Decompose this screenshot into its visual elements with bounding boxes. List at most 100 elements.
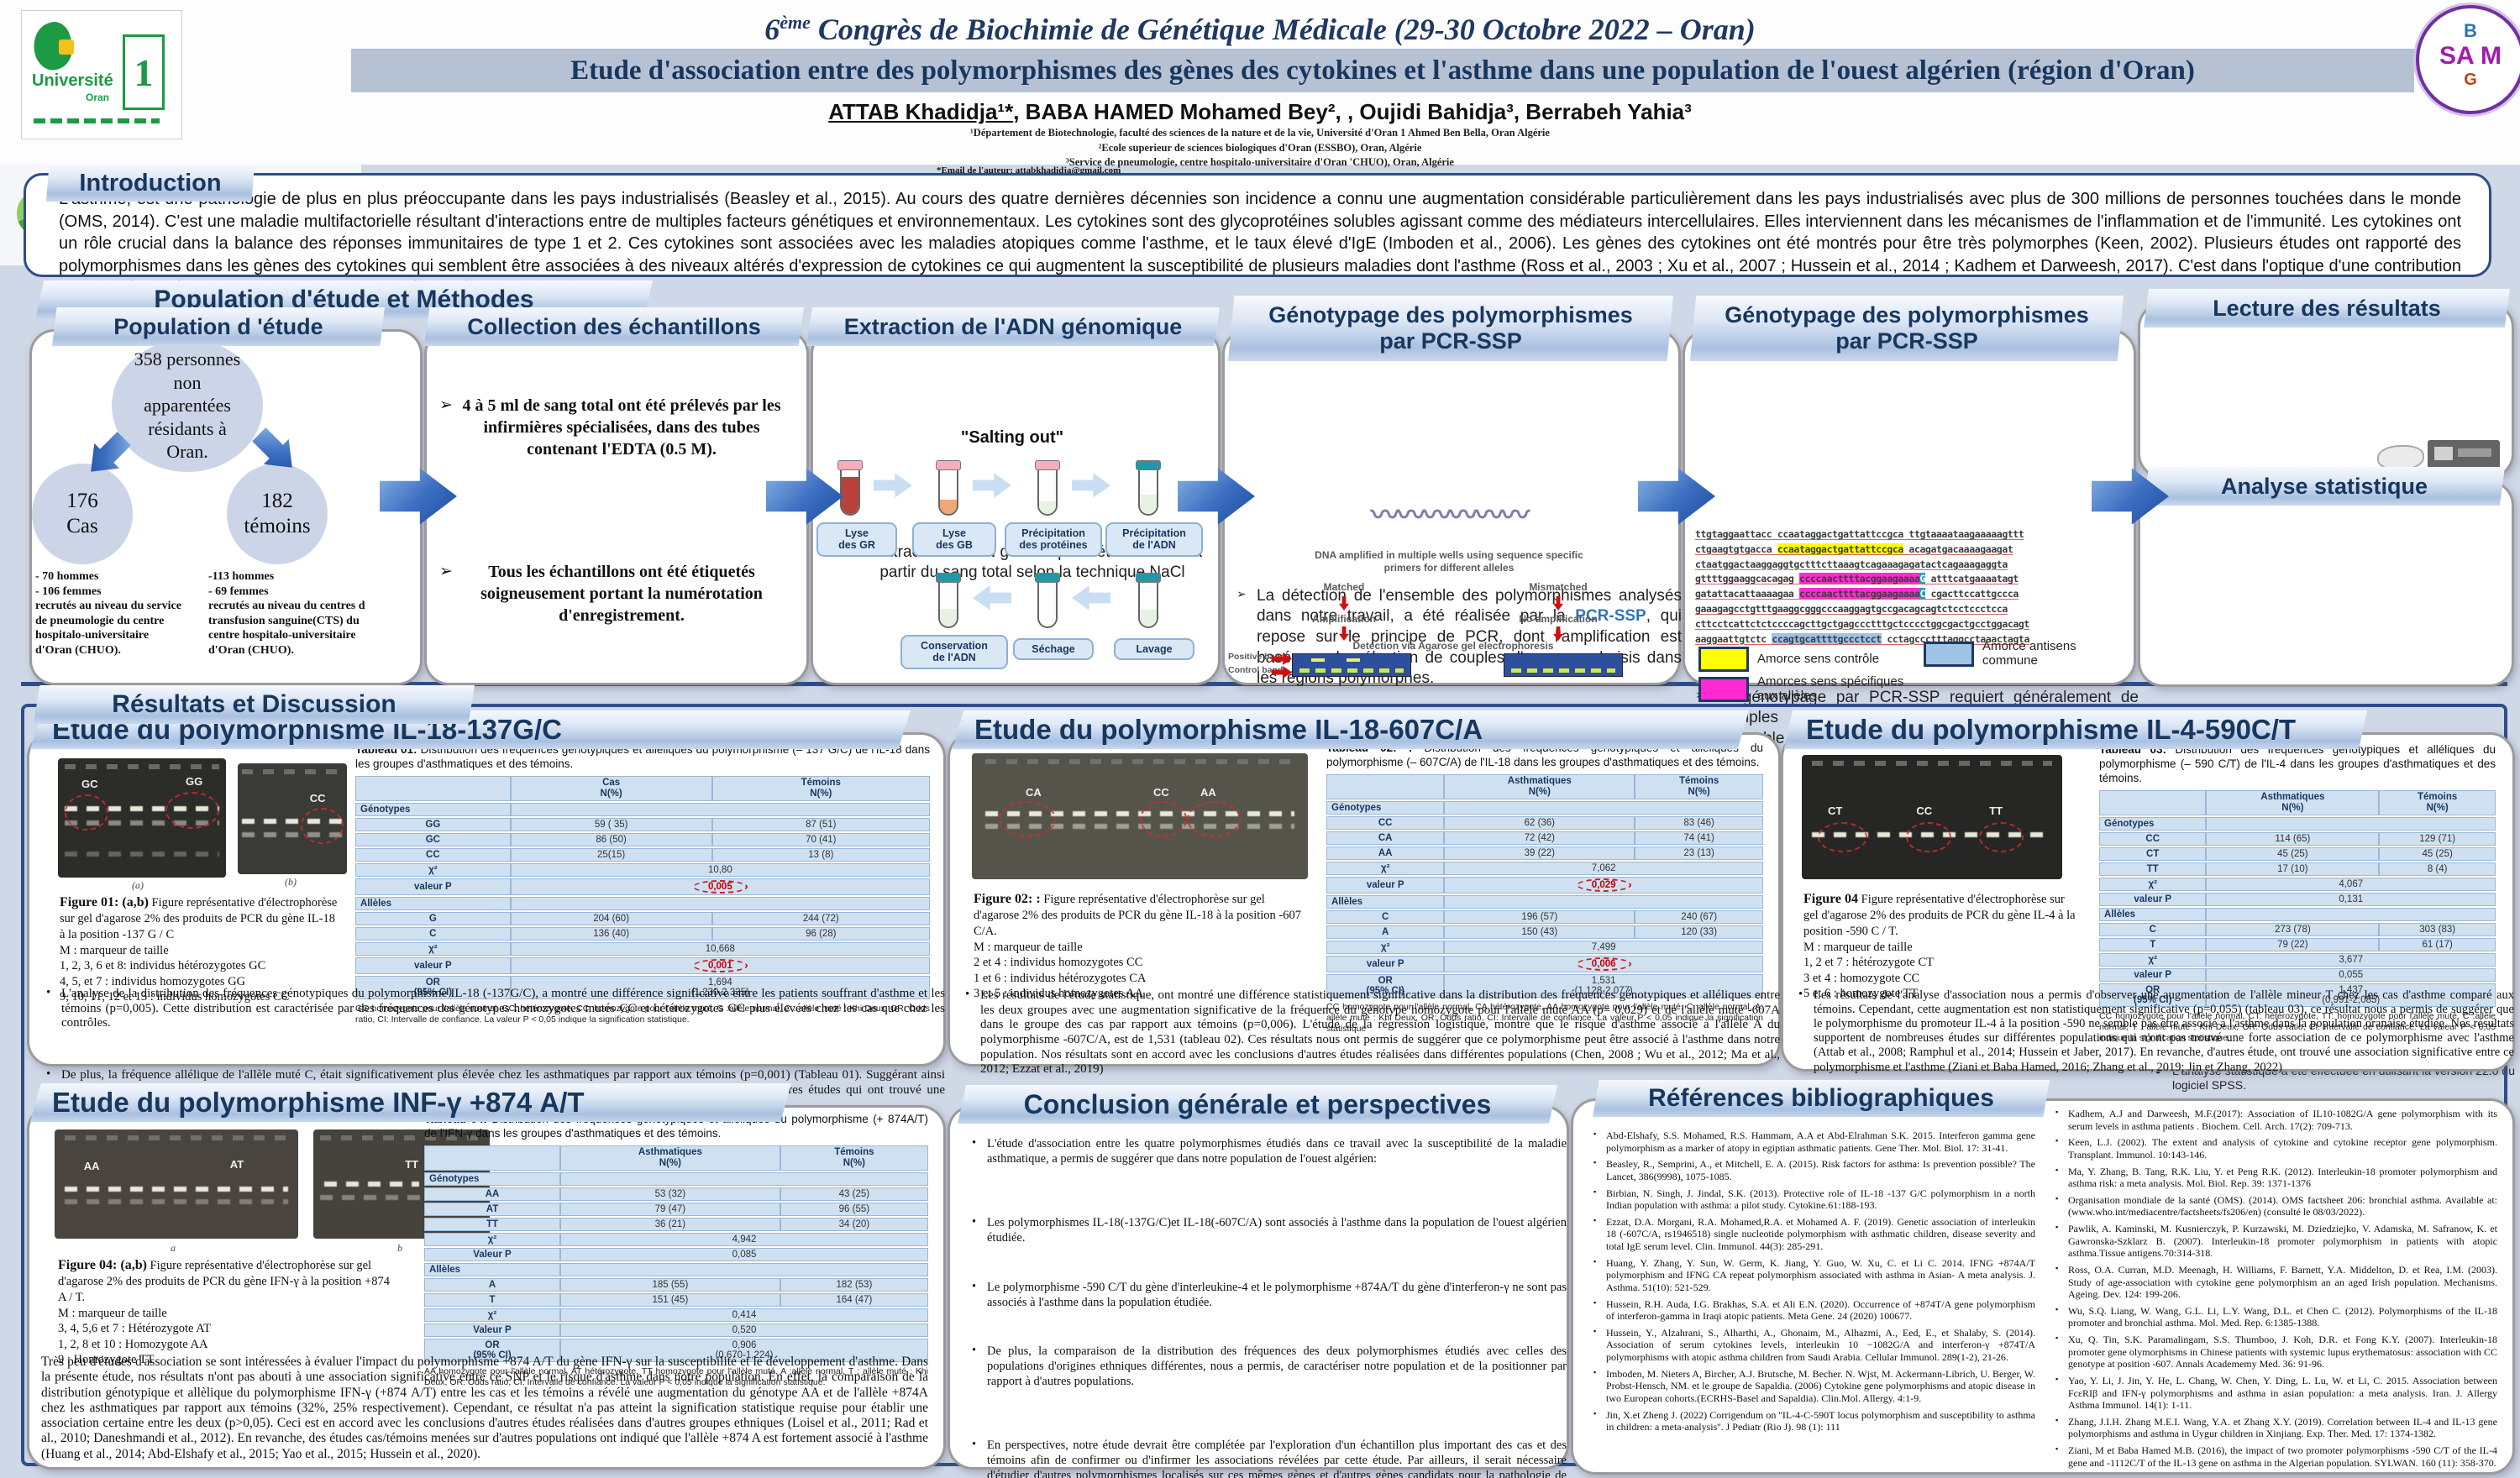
reference-item: Pawlik, A. Kaminski, M. Kusnierczyk, P. … (2054, 1223, 2497, 1260)
congress-title-rest: Congrès de Biochimie de Génétique Médica… (810, 13, 1756, 46)
poster-title: Etude d'association entre des polymorphi… (570, 55, 2195, 86)
collection-bullet-1: 4 à 5 ml de sang total ont été prélevés … (433, 395, 794, 460)
gel-genotype-label: AA (1200, 786, 1216, 799)
p-value-circled: 0,005 (692, 880, 748, 894)
legend-blue-label: Amorce antisens commune (1982, 639, 2076, 668)
panel-ifn-874: AA AT TT a b Figure 04: (a,b) Figure rep… (27, 1105, 946, 1470)
step-label-lavage: Lavage (1114, 638, 1194, 661)
sequence-line: gaaagagcctgtttgaaggcgggcccaaggagtgccgaca… (1695, 603, 2008, 616)
gel-genotype-label: TT (405, 1157, 419, 1171)
table-04-footnote: AA homozygote pour l'allèle normal, AT h… (424, 1366, 928, 1388)
author-first: ATTAB Khadidja¹* (828, 99, 1014, 124)
step-label-precip-adn: Précipitation de l'ADN (1105, 522, 1203, 557)
figure-sub-label: (a) (132, 879, 144, 891)
intro-text: L'asthme, est une pathologie de plus en … (59, 190, 2461, 297)
university-one: 1 (134, 50, 154, 94)
matched-label: Matched (1323, 581, 1365, 593)
table-04: Asthmatiques N(%)Témoins N(%) Génotypes … (424, 1144, 928, 1364)
figure-caption-874: Figure 04: (a,b) Figure représentative d… (58, 1257, 394, 1368)
figure-caption-line: 3, 4, 5,6 et 7 : Hétérozygote AT (58, 1322, 212, 1336)
reference-item: Ross, O.A. Curran, M.D. Meenagh, H. Will… (2054, 1264, 2497, 1301)
figure-caption-bold: Figure 01: (a,b) (60, 895, 149, 909)
congress-logo-b: B (2464, 20, 2477, 41)
extraction-banner: Extraction de l'ADN génomique (806, 307, 1220, 346)
primer-sequences: ttgtaggaattacc ccaataggactgattattccgca t… (1695, 527, 2120, 647)
legend-pink: Amorces sens spécifiques aux allèles (1698, 674, 1904, 703)
result-bullet: L'analyse de la distribution des fréquen… (39, 986, 945, 1031)
gel-genotype-label: CT (1828, 805, 1843, 818)
lecture-banner: Lecture des résultats (2144, 289, 2510, 328)
gel-genotype-label: GC (81, 777, 98, 790)
figure-caption-line: M : marqueur de taille (60, 943, 169, 957)
reference-item: Yao, Y. Li, J. Jin, Y. He, L. Chang, W. … (2054, 1375, 2497, 1412)
mismatched-label: Mismatched (1529, 581, 1588, 593)
reference-item: Xu, Q. Tin, S.K. Paramalingam, S.S. Thum… (2054, 1334, 2497, 1371)
university-one-badge: 1 (123, 34, 165, 110)
figure-caption-line: 9 : Homozygote TT (58, 1353, 155, 1367)
conclusion-bullet: En perspectives, notre étude devrait êtr… (965, 1437, 1567, 1478)
sequence-line: ctgaagtgtgacca ccaataggactgattattccgca a… (1695, 542, 2013, 555)
university-logo: Université Oran 1 (21, 10, 182, 139)
table-03-title: Tableau 03: Distribution des fréquences … (2099, 743, 2496, 784)
figure-caption-bold: Figure 04 (1803, 892, 1859, 906)
collection-banner: Collection des échantillons (424, 307, 804, 346)
figure-sub-label: a (171, 1242, 176, 1254)
affiliation-2: ²Ecole superieur de sciences biologiques… (1098, 141, 1422, 154)
figure-sub-label: b (397, 1242, 402, 1254)
reference-item: Huang, Y. Zhang, Y. Sun, W. Germ, K. Jia… (1592, 1257, 2035, 1294)
pcr-ssp-highlight: PCR-SSP (1575, 607, 1646, 626)
legend-pink-label: Amorces sens spécifiques aux allèles (1757, 674, 1904, 703)
legend-yellow: Amorce sens contrôle (1698, 647, 1879, 672)
congress-title: 6ème Congrès de Biochimie de Génétique M… (588, 12, 1932, 47)
intro-box (24, 173, 2491, 277)
figure-caption-line: 1, 2, 8 et 10 : Homozygote AA (58, 1337, 208, 1351)
figure-caption-line: 1 et 6 : individus hétérozygotes CA (974, 971, 1147, 985)
figure-caption-text: Figure représentative d'électrophorèse s… (974, 893, 1302, 939)
conclusion-bullet: De plus, la comparaison de la distributi… (965, 1343, 1567, 1389)
table-02: Asthmatiques N(%)Témoins N(%) Génotypes … (1326, 773, 1763, 999)
panel-collection (424, 329, 809, 685)
pink-primer-swatch (1698, 676, 1749, 702)
tube-lyse-gr (836, 460, 864, 516)
table-04-block: Tableau 04: Distribution des fréquences … (424, 1113, 928, 1388)
figure-caption-text: Figure représentative d'électrophorèse s… (1803, 893, 2076, 939)
allele-base-highlight: C (1919, 588, 1926, 600)
detection-label: Detection via Agarose gel electrophoresi… (1352, 640, 1554, 652)
yellow-primer-swatch (1698, 647, 1749, 672)
reference-item: Birbian, N. Singh, J. Jindal, S.K. (2013… (1592, 1187, 2035, 1212)
genotypage1-banner: Génotypage des polymorphismes par PCR-SS… (1228, 296, 1673, 361)
reference-item: Jin, X.et Zheng J. (2022) Corrigendum on… (1592, 1409, 2035, 1433)
reference-item: Hussein, Y., Alzahrani, S., Alharthi, A.… (1592, 1327, 2035, 1364)
sequence-line: gatattacattaaaagaa ccccaacttttacggaagaaa… (1695, 588, 2019, 600)
gel-genotype-label: CC (1153, 786, 1169, 799)
blue-primer-swatch (1924, 641, 1974, 667)
tube-sechage (1033, 573, 1062, 628)
figure-caption-line: 4, 5, et 7 : individus homozygotes GG (60, 974, 246, 988)
references-banner: Références bibliographiques (1593, 1080, 2050, 1117)
circle-temoins: 182 témoins (227, 464, 328, 564)
tube-lyse-gb (934, 460, 963, 516)
gel-image-137-a: GC GG (58, 758, 226, 878)
conclusion-bullet: Le polymorphisme -590 C/T du gène d'inte… (965, 1278, 1567, 1310)
table-03: Asthmatiques N(%)Témoins N(%) Génotypes … (2099, 789, 2496, 1009)
analyse-banner: Analyse statistique (2144, 467, 2505, 506)
salting-out-label: "Salting out" (960, 428, 1064, 447)
gel-genotype-label: AT (229, 1157, 244, 1171)
tube-conservation (934, 573, 963, 628)
p-value-circled: 0,006 (1576, 957, 1631, 972)
reference-item: Beasley, R., Semprini, A., et Mitchell, … (1592, 1158, 2035, 1182)
